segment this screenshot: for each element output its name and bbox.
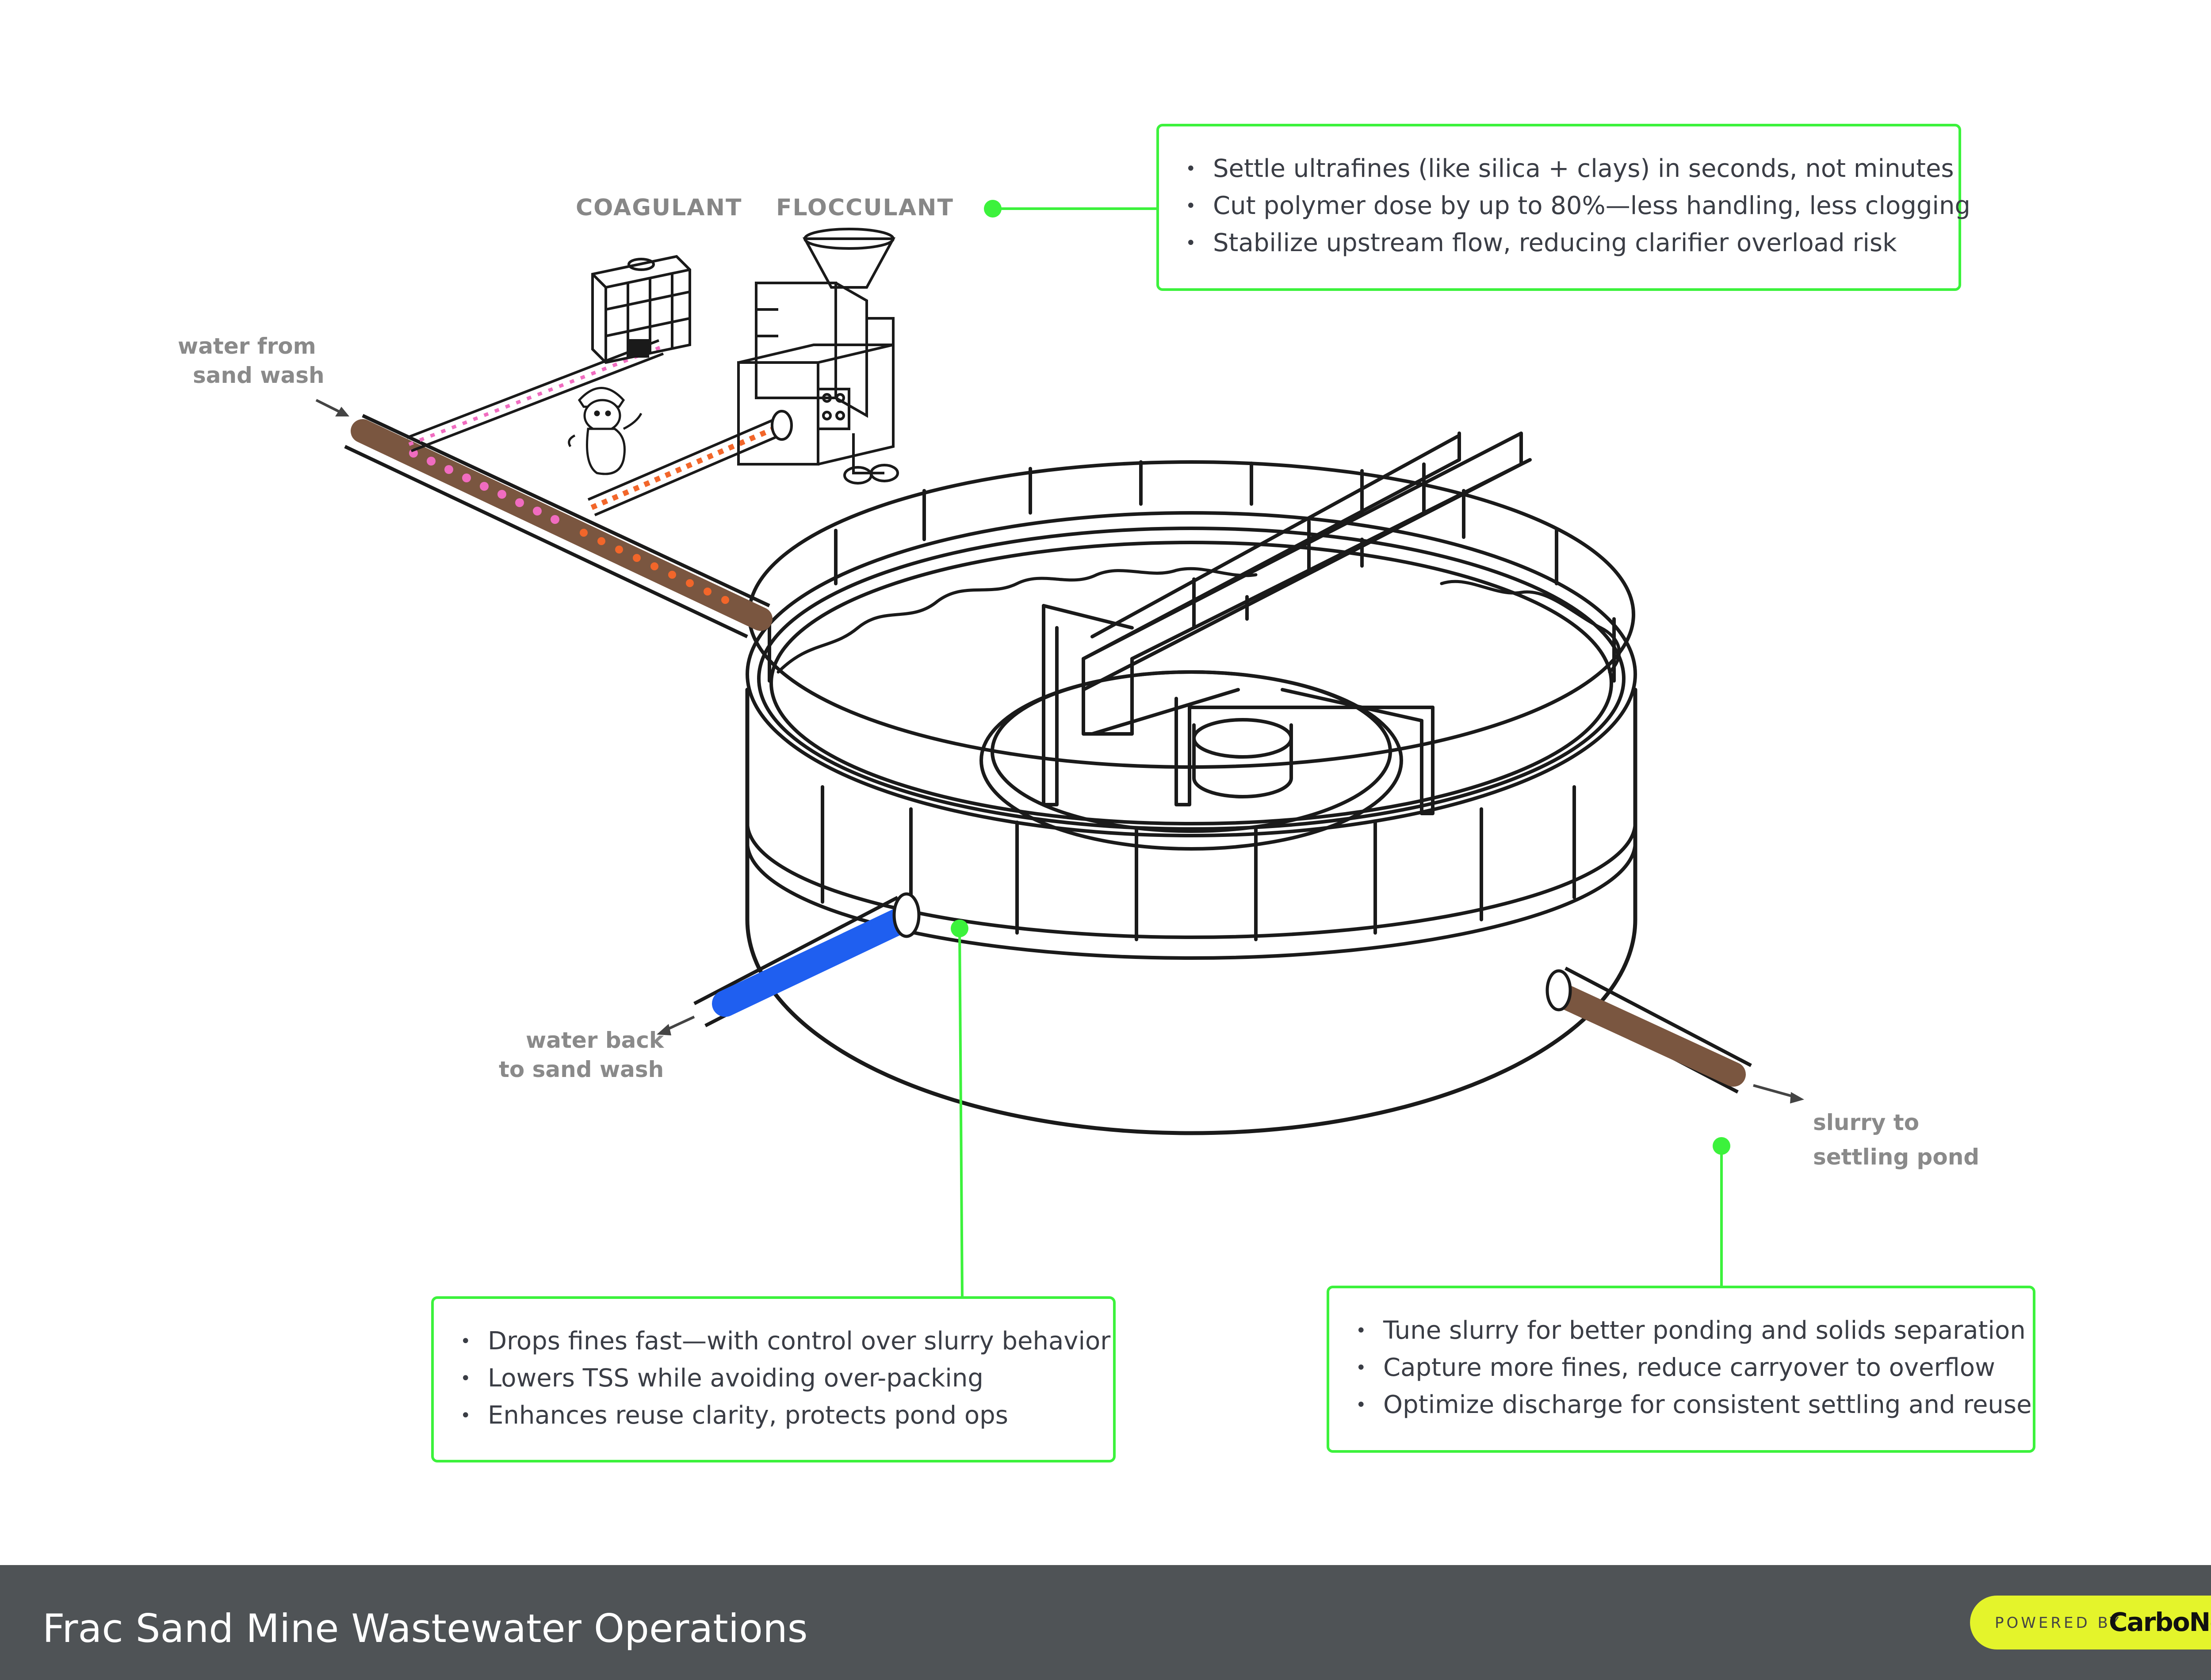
- list-item: Drops fines fast—with control over slurr…: [460, 1323, 1110, 1360]
- list-item: Capture more fines, reduce carryover to …: [1356, 1349, 2006, 1386]
- slurry-arrow: [1753, 1084, 1794, 1098]
- callout-slurry-benefits: Tune slurry for better ponding and solid…: [1327, 1286, 2035, 1453]
- coagulant-dosing-line: [406, 339, 664, 452]
- clarifier-tank: [745, 460, 1637, 1135]
- list-item: Lowers TSS while avoiding over-packing: [460, 1360, 1086, 1397]
- clarifier-bridge: [1042, 431, 1532, 815]
- page-title: Frac Sand Mine Wastewater Operations: [42, 1606, 808, 1651]
- slurry-line2: settling pond: [1813, 1144, 1980, 1170]
- callout-dosing-benefits: Settle ultrafines (like silica + clays) …: [1156, 124, 1970, 291]
- slurry-pipe: [1545, 966, 1752, 1094]
- list-item: Stabilize upstream flow, reducing clarif…: [1186, 225, 1932, 262]
- slurry-label: slurry to settling pond: [1813, 1105, 1979, 1174]
- footer-bar: Frac Sand Mine Wastewater Operations POW…: [0, 1565, 2211, 1680]
- right-connector-dot: [1713, 1137, 1730, 1155]
- brand-name: CarboNet: [2109, 1607, 2211, 1637]
- top-connector-dot: [984, 200, 1002, 218]
- coagulant-tote: [591, 255, 691, 364]
- coagulant-dose-particles: [409, 449, 559, 524]
- inflow-arrow: [315, 399, 344, 415]
- water-back-label: water back to sand wash: [499, 1026, 664, 1084]
- clarifier-diagram: [315, 200, 1804, 1298]
- list-item: Tune slurry for better ponding and solid…: [1356, 1312, 2026, 1349]
- list-item: Optimize discharge for consistent settli…: [1356, 1386, 2032, 1424]
- beaver-mascot: [568, 387, 643, 475]
- slurry-line1: slurry to: [1813, 1110, 1920, 1135]
- list-item: Cut polymer dose by up to 80%—less handl…: [1186, 187, 1970, 225]
- list-item: Settle ultrafines (like silica + clays) …: [1186, 150, 1954, 187]
- left-connector-dot: [951, 920, 968, 937]
- inlet-pipe: [344, 414, 773, 638]
- coagulant-label: COAGULANT: [576, 195, 742, 221]
- return-arrow: [665, 1016, 695, 1031]
- callout-return-water-benefits: Drops fines fast—with control over slurr…: [431, 1296, 1116, 1462]
- water-back-line1: water back: [526, 1027, 664, 1053]
- powered-by-badge[interactable]: POWERED BY CarboNet: [1970, 1596, 2211, 1649]
- list-item: Enhances reuse clarity, protects pond op…: [460, 1397, 1086, 1434]
- dosing-benefits-list: Settle ultrafines (like silica + clays) …: [1186, 150, 1970, 262]
- flow-arrows: [315, 399, 1804, 1103]
- callout-connectors: [951, 200, 1730, 1298]
- flocculant-dose-particles: [580, 529, 729, 604]
- powered-by-label: POWERED BY: [1995, 1614, 2122, 1632]
- slurry-benefits-list: Tune slurry for better ponding and solid…: [1356, 1312, 2032, 1424]
- flocculant-label: FLOCCULANT: [776, 195, 954, 221]
- water-surface: [777, 567, 1621, 674]
- return-water-benefits-list: Drops fines fast—with control over slurr…: [460, 1323, 1110, 1434]
- water-from-label: water from sand wash: [178, 332, 325, 390]
- clean-water-pipe: [693, 892, 921, 1027]
- water-back-line2: to sand wash: [499, 1057, 664, 1082]
- flocculant-dosing-line: [587, 410, 793, 516]
- water-from-line1: water from: [178, 333, 316, 359]
- water-from-line2: sand wash: [193, 363, 325, 388]
- flocculant-feeder: [737, 228, 899, 485]
